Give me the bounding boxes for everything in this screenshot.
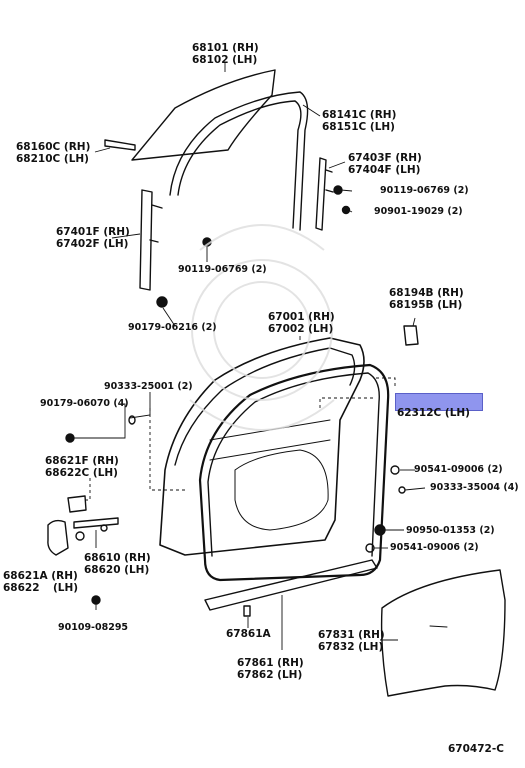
label-90333-lower: 90333-35004 (4) [430, 482, 519, 493]
label-67002: 67002 (LH) [268, 323, 334, 335]
label-67401f: 67401F (RH) [56, 226, 130, 238]
weatherstrip [198, 363, 390, 582]
label-68194b: 68194B (RH) [389, 287, 464, 299]
diagram-code: 670472-C [448, 743, 504, 755]
door-check [73, 517, 119, 529]
label-90950: 90950-01353 (2) [406, 525, 495, 536]
label-68621f: 68621F (RH) [45, 455, 119, 467]
hinge-plate [67, 495, 87, 513]
watermark-emblem [189, 224, 335, 431]
label-67861a: 67861A [226, 628, 271, 640]
label-68151c: 68151C (LH) [322, 121, 395, 133]
label-67831: 67831 (RH) [318, 629, 385, 641]
rear-channel [315, 157, 327, 231]
label-90119-rear: 90119-06769 (2) [380, 185, 469, 196]
label-67862: 67862 (LH) [237, 669, 303, 681]
label-68102: 68102 (LH) [192, 54, 258, 66]
label-90901: 90901-19029 (2) [374, 206, 463, 217]
label-67402f: 67402F (LH) [56, 238, 129, 250]
label-68610: 68610 (RH) [84, 552, 151, 564]
label-90109: 90109-08295 [58, 622, 129, 633]
label-68622-lh: (LH) [53, 582, 79, 594]
label-90333-upper: 90333-25001 (2) [104, 381, 193, 392]
highlight-box [395, 393, 483, 411]
label-62312c: 62312C (LH) [397, 407, 470, 419]
label-68620: 68620 (LH) [84, 564, 150, 576]
label-90179-lower: 90179-06070 (4) [40, 398, 129, 409]
label-68160c: 68160C (RH) [16, 141, 91, 153]
label-68622c: 68622C (LH) [45, 467, 118, 479]
label-90541-upper: 90541-09006 (2) [414, 464, 503, 475]
label-68101: 68101 (RH) [192, 42, 259, 54]
label-90119-front: 90119-06769 (2) [178, 264, 267, 275]
label-90179-upper: 90179-06216 (2) [128, 322, 217, 333]
label-67861: 67861 (RH) [237, 657, 304, 669]
label-67001: 67001 (RH) [268, 311, 335, 323]
label-67832: 67832 (LH) [318, 641, 384, 653]
label-68141c: 68141C (RH) [322, 109, 397, 121]
label-68621a: 68621A (RH) [3, 570, 78, 582]
service-cover [380, 569, 506, 697]
hinge [47, 519, 69, 556]
door-glass [131, 69, 276, 161]
label-68210c: 68210C (LH) [16, 153, 89, 165]
glass-run [169, 91, 309, 231]
label-67404f: 67404F (LH) [348, 164, 421, 176]
label-67403f: 67403F (RH) [348, 152, 422, 164]
label-68195b: 68195B (LH) [389, 299, 463, 311]
window-stop [104, 139, 136, 151]
label-90541-lower: 90541-09006 (2) [390, 542, 479, 553]
label-68622: 68622 [3, 582, 40, 594]
front-channel [139, 189, 153, 291]
bottom-seal [204, 559, 378, 611]
door-shell [159, 337, 365, 556]
